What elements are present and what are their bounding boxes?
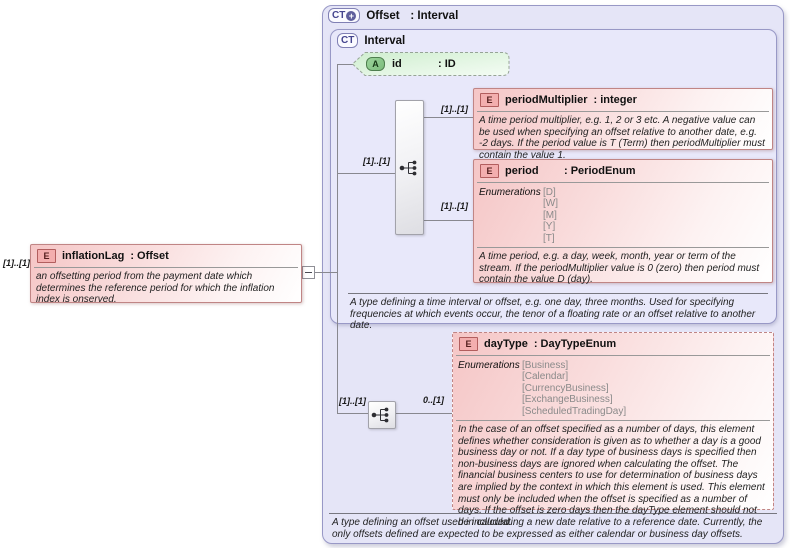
element-badge: E	[37, 249, 56, 263]
id-attribute-header: A id : ID	[366, 52, 456, 76]
divider	[329, 513, 777, 514]
divider	[34, 267, 298, 268]
inflationlag-name: inflationLag	[62, 250, 125, 262]
periodmultiplier-name: periodMultiplier	[505, 94, 588, 106]
daytype-doc: In the case of an offset specified as a …	[458, 424, 765, 528]
enumerations-label: Enumerations	[479, 187, 541, 198]
ct-badge-label: CT	[332, 10, 346, 21]
period-enumerations: Enumerations [D][W][M][Y][T]	[474, 183, 772, 247]
divider	[348, 293, 768, 294]
id-attribute-box[interactable]: A id : ID	[351, 52, 510, 76]
daytype-type: : DayTypeEnum	[533, 338, 617, 350]
ct-plus-badge[interactable]: CT+	[328, 8, 361, 23]
divider	[477, 111, 769, 112]
connector-daytype-sequence	[337, 413, 368, 414]
offset-title: CT+ Offset : Interval	[328, 7, 458, 24]
attribute-badge: A	[366, 57, 385, 71]
offset-doc: A type defining an offset used in calcul…	[332, 517, 763, 540]
period-element-box[interactable]: E period : PeriodEnum Enumerations [D][W…	[473, 159, 773, 285]
interval-doc: A type defining a time interval or offse…	[350, 297, 756, 332]
inflationlag-element-box[interactable]: E inflationLag : Offset an offsetting pe…	[30, 244, 302, 305]
element-badge: E	[459, 337, 478, 351]
divider	[477, 247, 769, 249]
plus-icon[interactable]: +	[346, 10, 357, 21]
period-type: : PeriodEnum	[564, 165, 636, 177]
attribute-shape	[351, 52, 510, 76]
periodmultiplier-element-box[interactable]: E periodMultiplier : integer A time peri…	[473, 88, 773, 161]
inflationlag-header[interactable]: E inflationLag : Offset	[31, 245, 301, 267]
sequence-icon	[371, 407, 389, 423]
ct-badge-label: CT	[341, 35, 355, 46]
element-badge: E	[480, 164, 499, 178]
periodmultiplier-header[interactable]: E periodMultiplier : integer	[474, 89, 772, 111]
inflationlag-doc: an offsetting period from the payment da…	[36, 271, 275, 306]
daytype-enumerations: Enumerations [Business][Calendar][Curren…	[453, 356, 773, 420]
divider	[477, 182, 769, 183]
element-badge: E	[480, 93, 499, 107]
period-name: period	[505, 165, 539, 177]
cardinality-sequence: [1]..[1]	[363, 156, 390, 166]
sequence-compositor-daytype[interactable]	[368, 401, 396, 429]
divider	[456, 355, 770, 356]
sequence-icon	[399, 160, 416, 175]
period-header[interactable]: E period : PeriodEnum	[474, 160, 772, 182]
connector-inflationlag	[298, 272, 337, 273]
ct-badge[interactable]: CT	[337, 33, 359, 48]
cardinality-daytype: 0..[1]	[422, 395, 444, 405]
connector-sequence	[337, 173, 395, 174]
cardinality-daytype-sequence: [1]..[1]	[339, 396, 366, 406]
interval-type-name: Interval	[364, 34, 406, 47]
inflationlag-type: : Offset	[130, 250, 169, 262]
cardinality-period: [1]..[1]	[441, 201, 468, 211]
sequence-compositor-main[interactable]	[395, 100, 424, 235]
periodmultiplier-doc: A time period multiplier, e.g. 1, 2 or 3…	[479, 115, 765, 161]
period-doc: A time period, e.g. a day, week, month, …	[479, 251, 760, 286]
id-name: id	[392, 58, 402, 70]
connector-id	[337, 64, 353, 65]
daytype-header[interactable]: E dayType : DayTypeEnum	[453, 333, 773, 355]
divider	[456, 420, 770, 422]
connector-period	[422, 220, 473, 221]
connector-daytype	[393, 413, 452, 414]
cardinality-inflationlag: [1]..[1]	[3, 258, 30, 268]
enumerations-label: Enumerations	[458, 360, 520, 371]
daytype-name: dayType	[484, 338, 528, 350]
collapse-handle-icon[interactable]	[302, 266, 315, 279]
offset-base-type: : Interval	[410, 9, 459, 22]
interval-title: CT Interval	[337, 32, 405, 49]
periodmultiplier-type: : integer	[593, 94, 637, 106]
connector-periodmultiplier	[422, 117, 473, 118]
id-type: : ID	[438, 58, 456, 70]
connector-trunk	[337, 64, 338, 413]
daytype-element-box[interactable]: E dayType : DayTypeEnum Enumerations [Bu…	[452, 332, 774, 528]
cardinality-periodmultiplier: [1]..[1]	[441, 104, 468, 114]
enumeration-values: [D][W][M][Y][T]	[543, 187, 558, 244]
enumeration-values: [Business][Calendar][CurrencyBusiness][E…	[522, 360, 627, 417]
offset-type-name: Offset	[366, 9, 400, 22]
